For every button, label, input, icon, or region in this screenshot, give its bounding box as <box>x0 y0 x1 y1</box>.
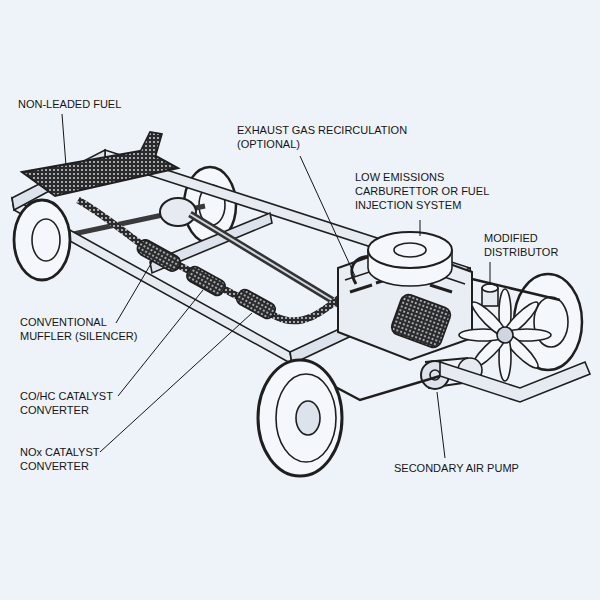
leader-line <box>437 392 445 458</box>
callout-label: CONVENTIONAL MUFFLER (SILENCER) <box>20 316 152 344</box>
muffler <box>135 237 183 273</box>
label-text: CO/HC CATALYST CONVERTER <box>20 390 113 416</box>
wheel-rim <box>276 374 336 462</box>
leader-line <box>62 114 66 166</box>
callout-label: NOx CATALYST CONVERTER <box>20 446 130 474</box>
label-text: LOW EMISSIONS CARBURETTOR OR FUEL INJECT… <box>355 171 489 211</box>
leader-line <box>300 156 355 276</box>
wheel-hub <box>32 219 60 261</box>
wheel <box>14 200 70 280</box>
air-cleaner-lid <box>368 232 452 268</box>
leader-line <box>490 262 491 285</box>
label-text: MODIFIED DISTRIBUTOR <box>484 232 558 258</box>
fan <box>459 289 551 381</box>
leader-lines <box>62 114 490 458</box>
label-text: EXHAUST GAS RECIRCULATION (OPTIONAL) <box>237 124 407 150</box>
leader-line <box>116 262 152 323</box>
label-text: SECONDARY AIR PUMP <box>394 462 519 474</box>
frame-rail <box>12 198 292 364</box>
label-text: CONVENTIONAL MUFFLER (SILENCER) <box>20 316 137 342</box>
label-text: NOx CATALYST CONVERTER <box>20 446 99 472</box>
callout-label: MODIFIED DISTRIBUTOR <box>484 232 584 260</box>
wheel <box>258 360 342 476</box>
callout-label: CO/HC CATALYST CONVERTER <box>20 390 140 418</box>
fan-hub <box>497 327 513 343</box>
wheel-hub <box>296 401 320 435</box>
catalyst-converter <box>235 287 278 320</box>
exhaust-pipe <box>78 200 352 321</box>
label-text: NON-LEADED FUEL <box>18 98 121 110</box>
callout-label: SECONDARY AIR PUMP <box>394 462 519 476</box>
catalyst-converter <box>185 264 228 297</box>
suspension-arm <box>440 362 590 402</box>
differential <box>160 198 196 226</box>
air-cleaner-nut <box>394 243 426 257</box>
filler-neck <box>140 132 162 158</box>
leader-line <box>420 220 421 236</box>
frame <box>12 132 590 476</box>
leader-line <box>118 290 203 396</box>
callout-label: EXHAUST GAS RECIRCULATION (OPTIONAL) <box>237 124 437 152</box>
callout-label: LOW EMISSIONS CARBURETTOR OR FUEL INJECT… <box>355 171 510 212</box>
exhaust-manifold <box>389 292 452 349</box>
callout-label: NON-LEADED FUEL <box>18 98 121 112</box>
